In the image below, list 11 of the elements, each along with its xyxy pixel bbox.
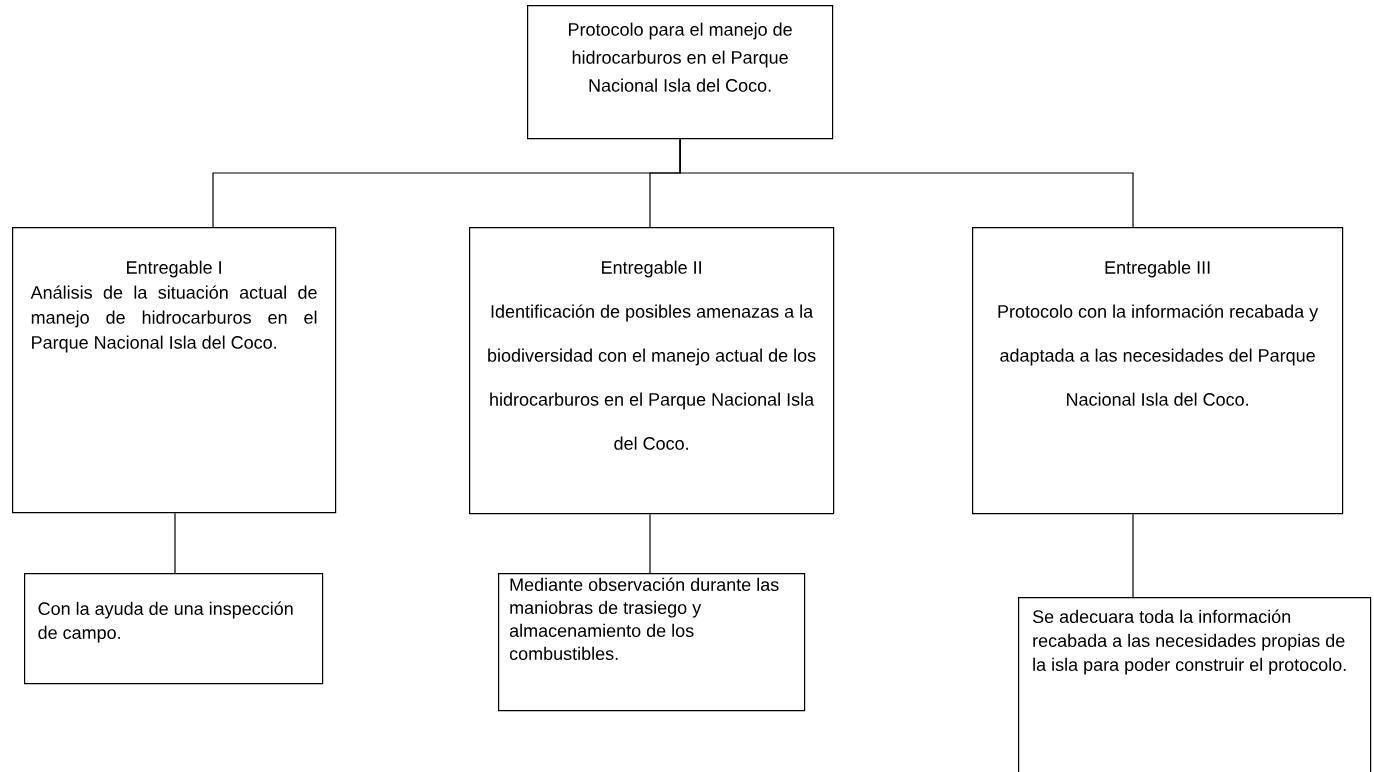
connector-line <box>649 513 651 574</box>
deliverable-box: Entregable I Análisis de la situación actual de manejo de hidrocarburos en el Parque Nacional Isla del Coco. <box>12 227 337 514</box>
method-box: Se adecuara toda la información recabada a las necesidades propias de la isla para poder construir el protocolo. <box>1018 597 1372 772</box>
method-box: Mediante observación durante las maniobras de trasiego y almacenamiento de los combustibles. <box>498 573 806 712</box>
connector-line <box>174 512 176 574</box>
root-box: Protocolo para el manejo de hidrocarburos en el Parque Nacional Isla del Coco. <box>527 5 834 140</box>
deliverable-box: Entregable II Identificación de posibles amenazas a la biodiversidad con el manejo actual de los hidrocarburos en el Parque Nacional Isla del Coco. <box>469 227 835 515</box>
method-box: Con la ayuda de una inspección de campo. <box>24 573 324 685</box>
connector-line <box>679 138 1134 228</box>
deliverable-box: Entregable III Protocolo con la información recabada y adaptada a las necesidades del Parque Nacional Isla del Coco. <box>972 227 1344 515</box>
connector-line <box>1132 513 1134 598</box>
